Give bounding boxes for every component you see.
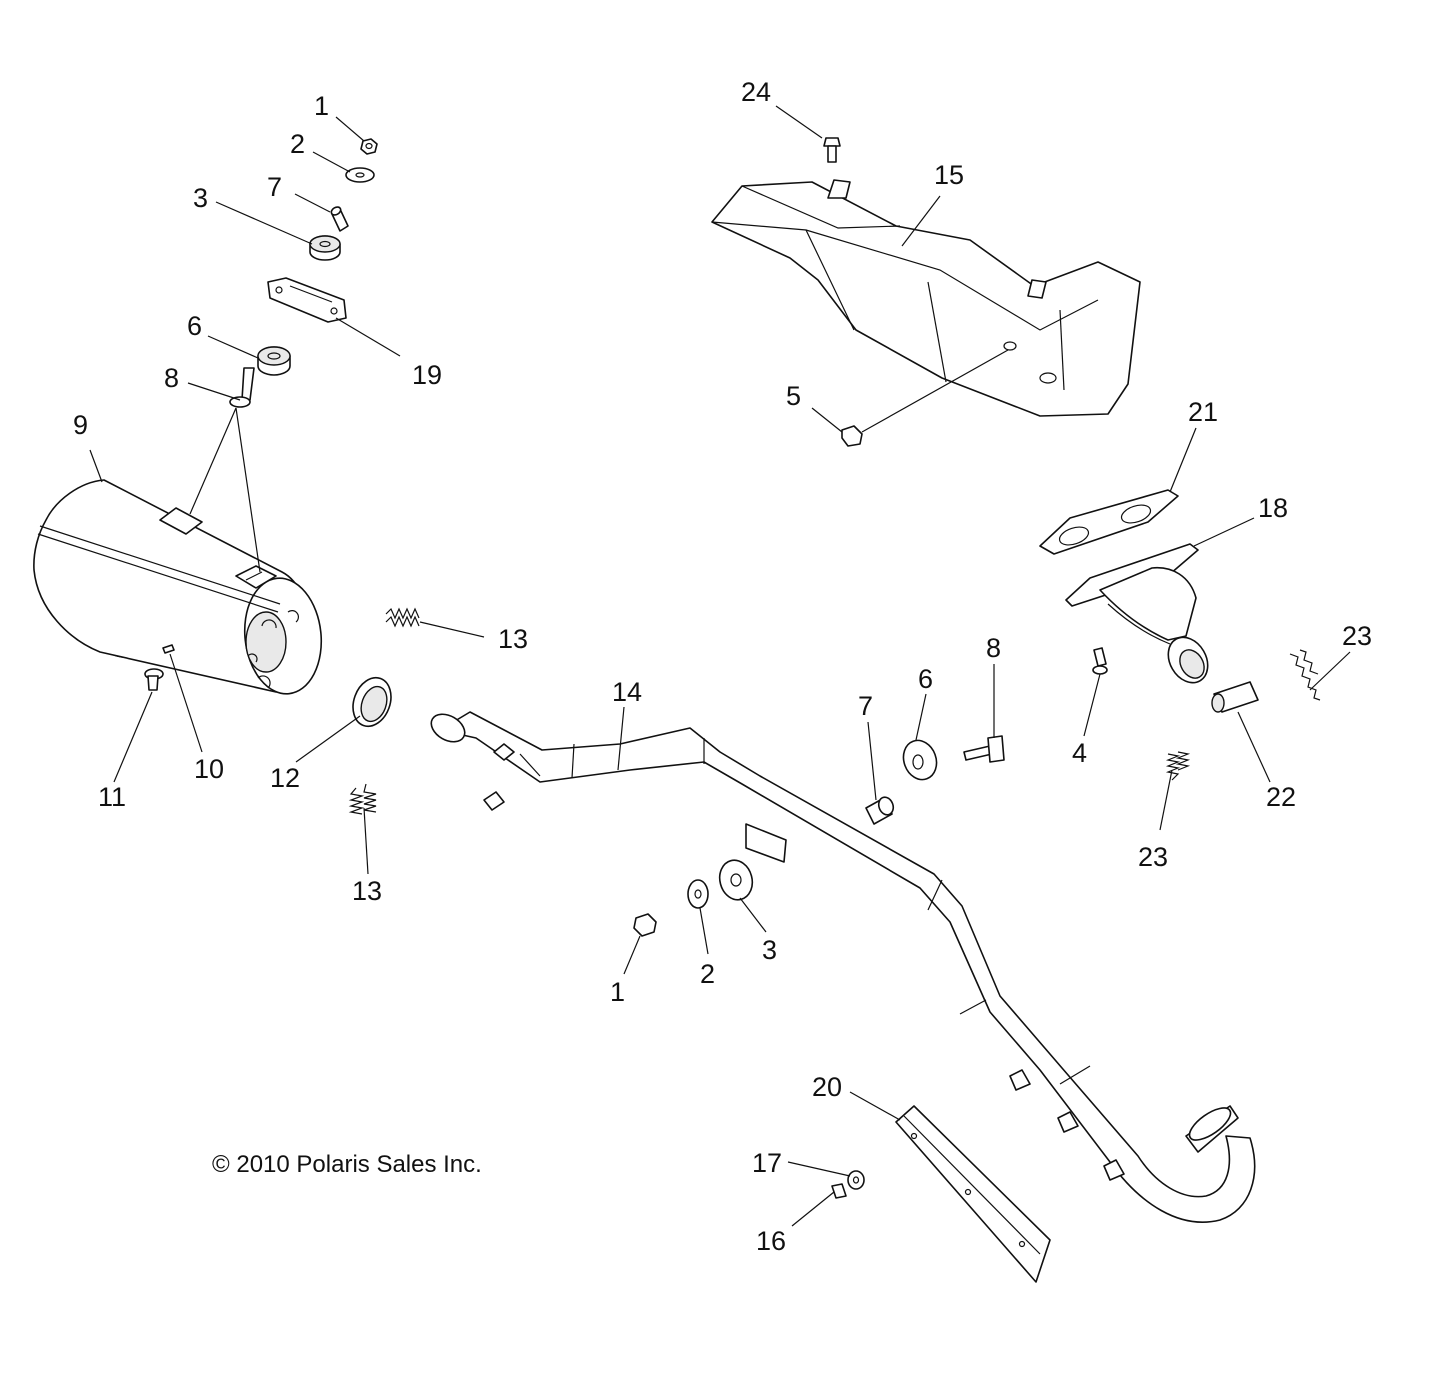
callout-22: 22	[1266, 782, 1296, 812]
heat-shield-part-15	[711, 179, 1141, 417]
callout-7-center: 7	[858, 691, 873, 721]
spring-part-13-upper	[385, 607, 420, 628]
callout-3-top: 3	[193, 183, 208, 213]
copyright-notice: © 2010 Polaris Sales Inc.	[212, 1151, 482, 1178]
callout-18: 18	[1258, 493, 1288, 523]
screw-part-11	[144, 668, 164, 691]
sleeve-part-7-center	[865, 796, 895, 825]
clamp-ring-part-22	[1211, 681, 1259, 713]
callout-19: 19	[412, 360, 442, 390]
bushing-part-6-center	[902, 739, 938, 781]
nut-part-1-center	[633, 913, 657, 937]
stud-part-4	[1092, 647, 1108, 675]
washer-part-17	[847, 1170, 865, 1190]
callout-23-lower: 23	[1138, 842, 1168, 872]
heat-shield-part-20	[895, 1105, 1051, 1283]
washer-part-2-top	[345, 167, 375, 183]
nut-part-1-top	[360, 138, 378, 155]
callout-14: 14	[612, 677, 642, 707]
callout-1-top: 1	[314, 91, 329, 121]
callout-23-right: 23	[1342, 621, 1372, 651]
bolt-part-8-center	[963, 735, 1005, 763]
callout-11: 11	[98, 782, 126, 812]
callout-8-center: 8	[986, 633, 1001, 663]
callout-21: 21	[1188, 397, 1218, 427]
bushing-part-6-top	[257, 346, 291, 376]
callout-8-top: 8	[164, 363, 179, 393]
spring-part-13-lower	[348, 783, 377, 815]
screw-part-16	[831, 1183, 847, 1199]
callout-10: 10	[194, 754, 224, 784]
muffler-part-9	[33, 479, 323, 695]
pin-part-10	[162, 644, 175, 654]
callout-3-center: 3	[762, 935, 777, 965]
callout-20: 20	[812, 1072, 842, 1102]
callout-5: 5	[786, 381, 801, 411]
callout-9: 9	[73, 410, 88, 440]
leader-lines	[89, 105, 1351, 1227]
callout-24: 24	[741, 77, 771, 107]
head-pipe-part-14	[430, 711, 1256, 1223]
sleeve-part-7-top	[330, 206, 349, 232]
gasket-ring-part-12	[352, 676, 392, 728]
callout-2-center: 2	[700, 959, 715, 989]
bolt-part-8-top	[229, 367, 255, 408]
bolt-part-24	[823, 137, 841, 163]
exhaust-flange-part-18	[1065, 543, 1209, 684]
callout-labels: 1 2 7 3 6 19 8 9 13 12 10 11 13 24 15 5 …	[73, 77, 1372, 1256]
callout-1-center: 1	[610, 977, 625, 1007]
callout-2-top: 2	[290, 129, 305, 159]
callout-12: 12	[270, 763, 300, 793]
grommet-part-3-top	[309, 235, 341, 261]
bracket-plate-part-19	[267, 277, 347, 323]
gasket-part-21	[1039, 489, 1179, 555]
nut-part-5	[841, 425, 863, 447]
callout-13-lower: 13	[352, 876, 382, 906]
callout-13-upper: 13	[498, 624, 528, 654]
spring-part-23-lower	[1165, 751, 1191, 781]
spring-part-23-right	[1289, 649, 1321, 701]
callout-15: 15	[934, 160, 964, 190]
callout-6-top: 6	[187, 311, 202, 341]
callout-6-center: 6	[918, 664, 933, 694]
washer-part-2-center	[687, 879, 709, 909]
callout-4: 4	[1072, 738, 1087, 768]
grommet-part-3-center	[718, 859, 754, 901]
callout-17: 17	[752, 1148, 782, 1178]
callout-16: 16	[756, 1226, 786, 1256]
callout-7-top: 7	[267, 172, 282, 202]
